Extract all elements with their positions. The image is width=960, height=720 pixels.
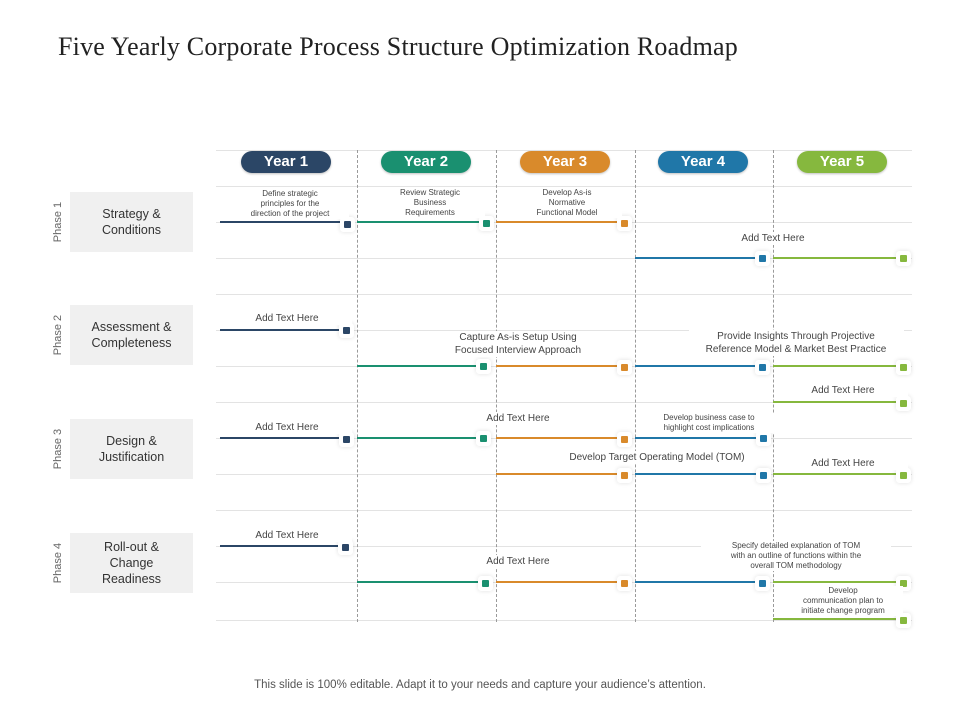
grid-line [216,330,912,331]
milestone-marker [342,544,349,551]
column-divider [496,150,497,622]
footer-note: This slide is 100% editable. Adapt it to… [254,679,706,691]
milestone-label: Add Text Here [778,457,908,470]
timeline-bar [357,221,486,223]
grid-line [216,510,912,511]
phase-4-name: Roll-out & Change Readiness [101,540,162,586]
milestone-marker [343,327,350,334]
year-3-pill: Year 3 [520,151,610,173]
grid-line [216,620,912,621]
timeline-bar [496,221,624,223]
milestone-marker [480,435,487,442]
year-4-pill: Year 4 [658,151,748,173]
milestone-label: Add Text Here [453,555,583,568]
timeline-bar [357,365,483,367]
timeline-bar [773,581,903,583]
timeline-bar [773,257,903,259]
phase-4-box: Roll-out & Change Readiness [70,533,193,593]
milestone-marker [760,472,767,479]
timeline-bar [220,545,345,547]
timeline-bar [220,437,346,439]
milestone-label: Add Text Here [222,529,352,542]
phase-2-name: Assessment & Completeness [91,320,172,350]
grid-line [216,294,912,295]
milestone-label: Specify detailed explanation of TOM with… [701,541,891,571]
milestone-marker [344,221,351,228]
milestone-marker [621,364,628,371]
phase-3-name: Design & Justification [98,434,165,464]
column-divider [773,150,774,622]
timeline-bar [496,437,624,439]
year-5-pill: Year 5 [797,151,887,173]
milestone-label: Add Text Here [778,384,908,397]
timeline-bar [773,618,903,620]
milestone-label: Add Text Here [222,421,352,434]
milestone-label: Develop As-is Normative Functional Model [512,188,622,218]
milestone-marker [480,363,487,370]
milestone-marker [621,220,628,227]
milestone-marker [621,472,628,479]
phase-1-tag-text: Phase 1 [52,201,64,243]
timeline-bar [773,401,903,403]
milestone-label: Add Text Here [708,232,838,245]
milestone-marker [900,364,907,371]
timeline-bar [635,365,762,367]
timeline-bar [496,581,624,583]
year-1-pill: Year 1 [241,151,331,173]
milestone-marker [900,472,907,479]
milestone-marker [900,255,907,262]
milestone-marker [343,436,350,443]
timeline-bar [220,221,347,223]
milestone-label: Add Text Here [222,312,352,325]
phase-3-tag-text: Phase 3 [52,428,64,470]
milestone-marker [759,364,766,371]
grid-line [216,186,912,187]
milestone-marker [900,580,907,587]
milestone-marker [482,580,489,587]
phase-4-tag-text: Phase 4 [52,542,64,584]
timeline-bar [220,329,347,331]
grid-line [216,150,912,151]
timeline-bar [773,365,903,367]
milestone-label: Review Strategic Business Requirements [375,188,485,218]
milestone-label: Provide Insights Through Projective Refe… [688,330,904,356]
milestone-label: Develop Target Operating Model (TOM) [552,451,762,464]
timeline-bar [635,437,763,439]
phase-1-box: Strategy & Conditions [70,192,193,252]
page-title: Five Yearly Corporate Process Structure … [58,32,738,61]
milestone-label: Capture As-is Setup Using Focused Interv… [423,331,613,357]
milestone-label: Develop business case to highlight cost … [644,413,774,433]
timeline-bar [635,581,762,583]
milestone-marker [900,617,907,624]
grid-line [216,402,912,403]
milestone-marker [900,400,907,407]
milestone-marker [759,580,766,587]
timeline-bar [357,437,483,439]
milestone-marker [759,255,766,262]
milestone-marker [621,436,628,443]
phase-3-box: Design & Justification [70,419,193,479]
grid-line [216,258,912,259]
timeline-bar [635,257,763,259]
timeline-bar [635,473,763,475]
year-2-pill: Year 2 [381,151,471,173]
milestone-marker [621,580,628,587]
milestone-marker [760,435,767,442]
grid-line [216,546,912,547]
milestone-label: Develop communication plan to initiate c… [783,586,903,616]
phase-1-name: Strategy & Conditions [101,207,162,237]
column-divider [635,150,636,622]
milestone-marker [483,220,490,227]
phase-2-tag-text: Phase 2 [52,314,64,356]
timeline-bar [496,473,624,475]
milestone-label: Define strategic principles for the dire… [231,189,349,219]
timeline-bar [773,473,903,475]
timeline-bar [496,365,624,367]
column-divider [357,150,358,622]
phase-2-box: Assessment & Completeness [70,305,193,365]
milestone-label: Add Text Here [453,412,583,425]
timeline-bar [357,581,485,583]
